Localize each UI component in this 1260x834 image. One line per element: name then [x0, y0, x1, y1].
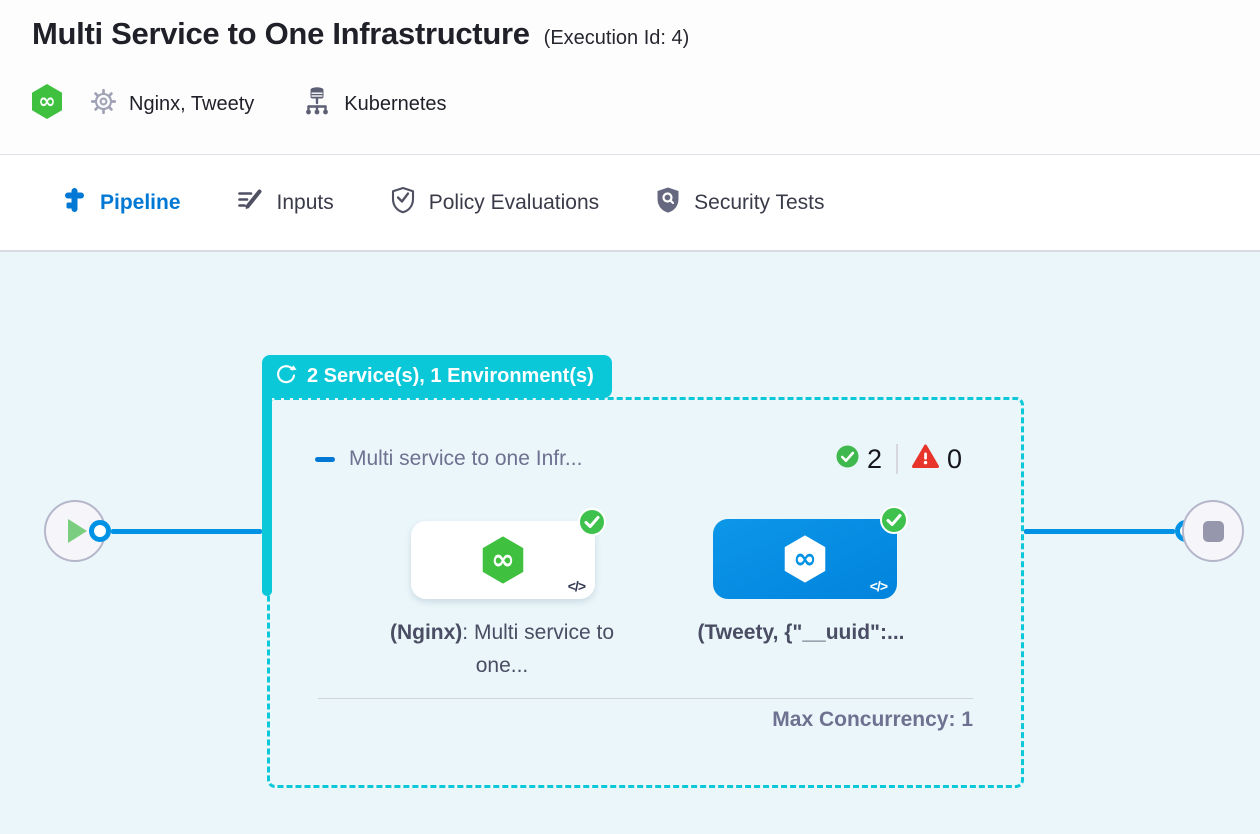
pipeline-canvas[interactable]: 2 Service(s), 1 Environment(s) Multi ser… — [0, 252, 1260, 834]
failure-count: 0 — [946, 443, 962, 474]
success-check-icon — [836, 445, 859, 473]
service-name-bold: (Nginx) — [389, 621, 463, 644]
node-success-badge — [578, 508, 606, 541]
failure-warning-icon — [911, 444, 939, 474]
pipeline-meta-row: ∞ Nginx, Tweety — [30, 83, 447, 125]
success-count: 2 — [866, 443, 882, 474]
svg-text:∞: ∞ — [793, 542, 817, 575]
tab-policy-evaluations[interactable]: Policy Evaluations — [390, 186, 599, 220]
stage-group-badge-label: 2 Service(s), 1 Environment(s) — [307, 365, 594, 387]
svg-text:∞: ∞ — [38, 89, 56, 113]
service-name-bold: (Tweety, {"__uuid":... — [697, 621, 905, 644]
connector-line-right — [1024, 529, 1175, 534]
tab-bar: Pipeline Inputs — [0, 156, 1260, 407]
start-node-port — [89, 520, 111, 542]
tab-pipeline-label: Pipeline — [100, 191, 181, 214]
pipeline-end-node[interactable] — [1182, 500, 1244, 562]
harness-cd-module-icon: ∞ — [30, 83, 64, 125]
harness-service-icon: ∞ — [784, 535, 826, 583]
node-success-badge — [880, 506, 908, 539]
play-icon — [68, 519, 87, 543]
title-row: Multi Service to One Infrastructure (Exe… — [32, 16, 689, 52]
stage-footer-divider — [318, 698, 973, 699]
stop-icon — [1202, 520, 1224, 542]
policy-shield-check-icon — [390, 186, 416, 220]
count-divider — [895, 444, 898, 474]
stage-header-row: Multi service to one Infr... 2 — [315, 439, 962, 479]
inputs-icon — [237, 187, 264, 219]
environment-label: Kubernetes — [344, 92, 447, 115]
service-node-nginx[interactable]: ∞ </> — [411, 508, 606, 599]
service-name-rest: : Multi service to one... — [462, 621, 615, 677]
loop-icon — [275, 363, 297, 391]
collapse-stage-button[interactable] — [315, 456, 335, 462]
code-glyph: </> — [869, 578, 888, 594]
stage-group-badge: 2 Service(s), 1 Environment(s) — [262, 355, 612, 398]
service-node-label-tweety: (Tweety, {"__uuid":... — [686, 616, 916, 649]
stage-group-box: Multi service to one Infr... 2 — [267, 397, 1024, 788]
services-gear-icon — [90, 88, 117, 120]
stage-group-side-bar — [262, 396, 272, 596]
code-glyph: </> — [567, 578, 586, 594]
security-shield-icon — [655, 186, 681, 220]
tab-inputs-label: Inputs — [276, 191, 334, 214]
harness-service-icon: ∞ — [482, 536, 524, 584]
tab-security-tests[interactable]: Security Tests — [655, 186, 825, 220]
services-label: Nginx, Tweety — [129, 92, 255, 115]
service-node-label-nginx: (Nginx): Multi service to one... — [387, 616, 617, 682]
tab-security-tests-label: Security Tests — [694, 191, 825, 214]
tab-inputs[interactable]: Inputs — [237, 187, 334, 219]
environment-icon — [302, 86, 332, 122]
pipeline-icon — [62, 187, 87, 220]
max-concurrency-label: Max Concurrency: 1 — [772, 708, 973, 731]
service-node-tweety[interactable]: ∞ </> — [713, 506, 908, 599]
tab-policy-evaluations-label: Policy Evaluations — [428, 191, 600, 214]
connector-line-left — [111, 529, 262, 534]
tab-pipeline[interactable]: Pipeline — [62, 187, 181, 220]
execution-id-label: (Execution Id: 4) — [543, 27, 690, 49]
page-title: Multi Service to One Infrastructure — [32, 16, 530, 51]
page-header: Multi Service to One Infrastructure (Exe… — [0, 0, 1260, 155]
svg-text:∞: ∞ — [491, 543, 515, 576]
stage-title[interactable]: Multi service to one Infr... — [349, 447, 583, 470]
